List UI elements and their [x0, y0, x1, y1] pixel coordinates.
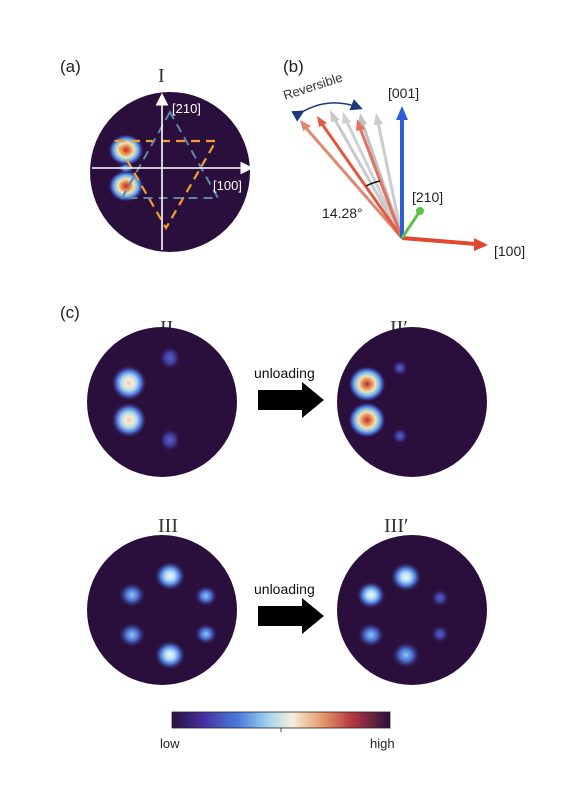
vector-210-head [416, 207, 424, 215]
angle-label: 14.28° [322, 205, 363, 221]
pole-figure-disk [337, 327, 487, 477]
vector-100-label: [100] [494, 243, 525, 259]
unloading-arrow-top [258, 382, 324, 418]
panel-b-vector-diagram: [001] [100] [210] 14.28° Reversible [281, 70, 525, 259]
hotspot-blob [108, 170, 144, 202]
intensity-blob [118, 622, 146, 648]
intensity-blob [392, 428, 408, 444]
red-vector-tilted [358, 127, 404, 239]
axis-210-label: [210] [172, 101, 201, 116]
intensity-blob [118, 582, 146, 608]
gray-vector-head [330, 110, 340, 122]
label-iii: III [158, 515, 178, 537]
angle-arc [365, 180, 381, 187]
panel-a-roman: I [158, 65, 165, 87]
vector-210-label: [210] [412, 189, 443, 205]
intensity-blob [391, 641, 421, 669]
colorbar-high-label: high [370, 736, 395, 751]
colorbar: low high [160, 711, 395, 751]
red-vector-head [300, 120, 311, 131]
panel-c-label: (c) [60, 303, 80, 322]
gray-vector-head [342, 112, 351, 124]
red-vector-tilted [320, 123, 404, 239]
intensity-blob [111, 365, 147, 401]
intensity-blob [348, 366, 386, 402]
intensity-blob [356, 581, 386, 609]
intensity-blob [431, 625, 449, 643]
pole-figure-ii [87, 327, 237, 477]
panel-b-label: (b) [283, 57, 304, 76]
pole-figure-disk [87, 327, 237, 477]
blue-dashed-triangle [120, 109, 220, 199]
reversible-arrow [291, 99, 363, 122]
gray-vector-head [374, 113, 383, 125]
unloading-label-top: unloading [254, 365, 315, 381]
intensity-blob [431, 589, 449, 607]
intensity-blob [159, 346, 181, 370]
panel-a-label: (a) [60, 57, 81, 76]
gray-vector [332, 117, 404, 239]
red-vector-head [356, 119, 365, 131]
vector-001-head [396, 106, 408, 120]
vector-100 [401, 236, 477, 246]
intensity-blob [357, 622, 385, 648]
orange-dashed-triangle [114, 139, 218, 231]
hotspot-blob [108, 134, 144, 166]
vector-001-label: [001] [388, 85, 419, 101]
intensity-blob [392, 360, 408, 376]
intensity-blob [159, 428, 181, 452]
intensity-blob [194, 623, 218, 645]
intensity-blob [154, 561, 186, 591]
intensity-blob [390, 562, 422, 592]
red-vector-head [317, 116, 327, 127]
pole-figure-iii-prime [337, 535, 487, 685]
intensity-blob [348, 402, 386, 438]
vector-100-head [474, 238, 488, 251]
intensity-blob [111, 402, 147, 438]
pole-figure-ii-prime [337, 327, 487, 477]
pole-figure-iii [87, 535, 237, 685]
axis-100-label: [100] [213, 178, 242, 193]
pole-figure-disk [87, 535, 237, 685]
gray-vector [376, 121, 404, 239]
intensity-blob [154, 640, 186, 670]
unloading-arrow-bottom [258, 598, 324, 634]
red-vector-tilted [304, 127, 404, 239]
label-iii-prime: III′ [384, 515, 408, 537]
pole-figure-disk [90, 92, 250, 252]
unloading-label-bottom: unloading [254, 581, 315, 597]
vector-210 [400, 213, 420, 239]
colorbar-strip [171, 711, 391, 729]
gray-vector [344, 119, 404, 239]
panel-a-pole-figure: [210] [100] [90, 92, 254, 252]
colorbar-low-label: low [160, 736, 180, 751]
intensity-blob [194, 585, 218, 607]
